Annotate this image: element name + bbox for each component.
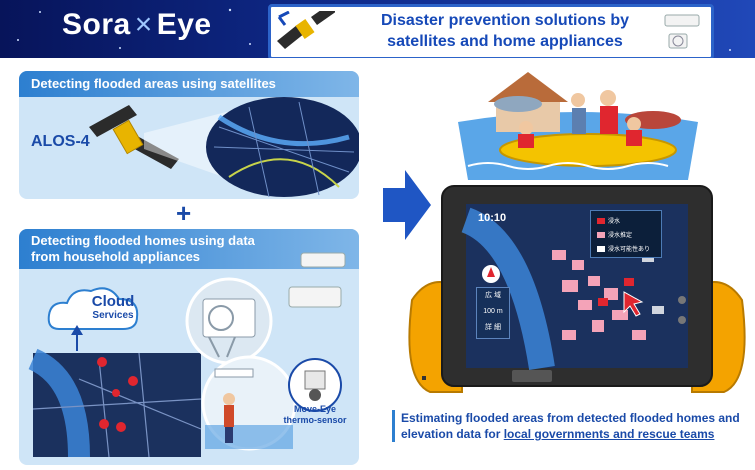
- satellite-icon: [277, 11, 335, 49]
- legend-item-estimated: 浸水推定: [597, 230, 632, 239]
- plus-sign: +: [176, 198, 192, 228]
- zoom-control[interactable]: 広 域 100 m 詳 細: [476, 287, 510, 339]
- sensor-label-line1: Move-Eye: [293, 404, 337, 414]
- zoom-wide-button[interactable]: 広 域: [485, 292, 501, 299]
- zoom-detail-button[interactable]: 詳 細: [485, 324, 501, 331]
- cloud-services-label: Cloud Services: [73, 293, 153, 321]
- brand-separator: ×: [134, 8, 153, 41]
- map-legend: 浸水 浸水推定 浸水可能性あり: [590, 210, 662, 258]
- indoor-unit-icon: [288, 286, 342, 308]
- appliance-detection-panel: Detecting flooded homes using data from …: [19, 229, 359, 465]
- result-caption: Estimating flooded areas from detected f…: [392, 410, 751, 442]
- satellite-scan-illustration: [89, 97, 359, 198]
- caption-text: Estimating flooded areas from detected f…: [401, 411, 740, 441]
- appliance-illustration: [28, 252, 346, 458]
- flood-markers: [97, 357, 138, 432]
- tablet-speaker: [512, 370, 552, 382]
- legend-label: 浸水: [608, 219, 621, 225]
- tagline: Disaster prevention solutions by satelli…: [380, 12, 630, 50]
- brand-sora: Sora: [62, 8, 131, 41]
- header-banner: Sora×Eye Disaster prevention solutions b…: [0, 0, 755, 58]
- cloud-subtitle: Services: [92, 310, 134, 321]
- tablet-device: [408, 185, 746, 393]
- air-conditioner-icon: [664, 14, 700, 49]
- flow-arrow-icon: [383, 170, 431, 240]
- tablet-clock: 10:10: [478, 212, 507, 224]
- header-stars: [17, 8, 731, 51]
- cloud-title: Cloud: [91, 293, 135, 310]
- rescue-boat-illustration: [458, 72, 698, 180]
- cloud-icon: [47, 287, 139, 330]
- air-conditioner-icon: [300, 252, 346, 268]
- brand-eye: Eye: [156, 8, 212, 41]
- pointer-icon: [623, 291, 644, 317]
- legend-label: 浸水可能性あり: [608, 247, 651, 253]
- satellite-icon: [89, 105, 179, 169]
- appliance-panel-title: Detecting flooded homes using data from …: [31, 233, 255, 264]
- brand-logo-text: Sora×Eye: [62, 8, 212, 42]
- legend-item-flooded: 浸水: [597, 216, 620, 225]
- tagline-box: Disaster prevention solutions by satelli…: [268, 4, 714, 58]
- legend-item-possible: 浸水可能性あり: [597, 244, 650, 253]
- thermo-sensor-label: Move-Eye thermo-sensor: [275, 404, 355, 426]
- zoom-scale-readout: 100 m: [483, 308, 503, 315]
- satellite-name: ALOS-4: [31, 133, 90, 150]
- caption-underlined-text: local governments and rescue teams: [503, 427, 715, 441]
- estimated-flood-blocks: [552, 250, 646, 340]
- satellite-panel-title: Detecting flooded areas using satellites: [31, 76, 276, 91]
- flooded-blocks: [598, 278, 634, 306]
- sensor-label-line2: thermo-sensor: [283, 415, 347, 425]
- legend-label: 浸水推定: [608, 233, 633, 239]
- satellite-detection-panel: Detecting flooded areas using satellites…: [19, 71, 359, 199]
- satellite-panel-header: [19, 71, 359, 97]
